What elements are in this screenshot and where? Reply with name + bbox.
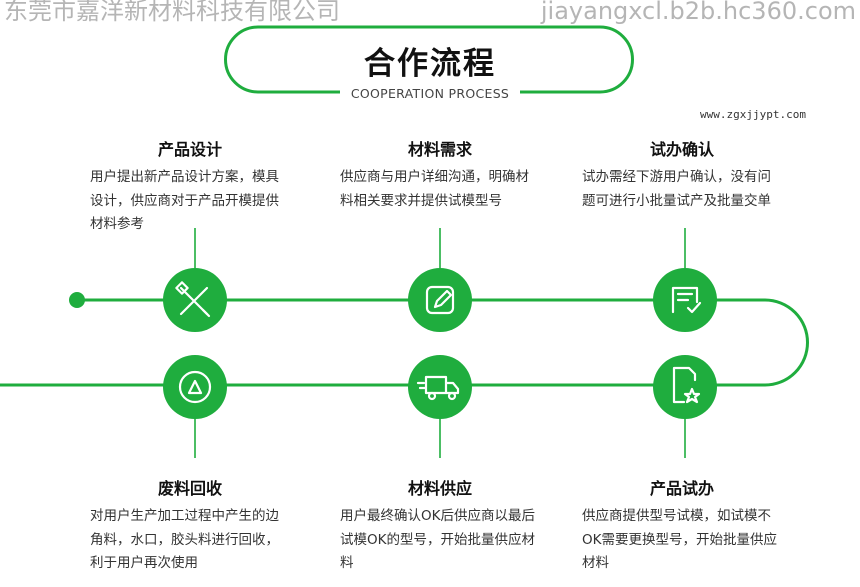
ruler-pencil-icon [175,281,211,318]
edit-icon [425,285,455,315]
watermark-url: jiayangxcl.b2b.hc360.com [540,0,856,25]
delivery-truck-icon [416,375,460,401]
step-product-design: 产品设计 用户提出新产品设计方案，模具设计，供应商对于产品开模提供材料参考 [90,136,290,237]
step-desc: 试办需经下游用户确认，没有问题可进行小批量试产及批量交单 [582,169,771,209]
step-material-demand: 材料需求 供应商与用户详细沟通，明确材料相关要求并提供试模型号 [340,136,540,213]
step-desc: 供应商与用户详细沟通，明确材料相关要求并提供试模型号 [340,169,529,209]
step-title: 材料供应 [407,479,472,498]
step-material-supply: 材料供应 用户最终确认OK后供应商以最后试模OK的型号，开始批量供应材料 [340,475,540,576]
step-title: 产品设计 [157,140,222,159]
step-desc: 对用户生产加工过程中产生的边角料，水口，胶头料进行回收，利于用户再次使用 [90,508,279,571]
step-desc: 供应商提供型号试模，如试模不OK需要更换型号，开始批量供应材料 [582,508,777,571]
step-desc: 用户提出新产品设计方案，模具设计，供应商对于产品开模提供材料参考 [90,169,279,232]
step-title: 试办确认 [649,140,714,159]
step-title: 产品试办 [649,479,714,498]
page-subtitle: COOPERATION PROCESS [340,86,520,101]
watermark-company: 东莞市嘉洋新材料科技有限公司 [4,0,340,25]
checklist-icon [671,286,702,314]
step-trial-confirm: 试办确认 试办需经下游用户确认，没有问题可进行小批量试产及批量交单 [582,136,782,213]
connectors [194,228,686,458]
step-title: 废料回收 [157,479,222,498]
flow-line [0,298,809,387]
step-circles [163,268,717,419]
document-star-icon [672,366,701,404]
step-title: 材料需求 [407,140,472,159]
recycle-icon [178,370,212,404]
start-dot [69,292,85,308]
step-desc: 用户最终确认OK后供应商以最后试模OK的型号，开始批量供应材料 [340,508,535,571]
step-scrap-recycling: 废料回收 对用户生产加工过程中产生的边角料，水口，胶头料进行回收，利于用户再次使… [90,475,290,576]
title-frame [224,25,634,94]
page-title: 合作流程 [364,46,496,82]
watermark-url-small: www.zgxjjypt.com [700,108,806,121]
step-product-trial: 产品试办 供应商提供型号试模，如试模不OK需要更换型号，开始批量供应材料 [582,475,782,576]
